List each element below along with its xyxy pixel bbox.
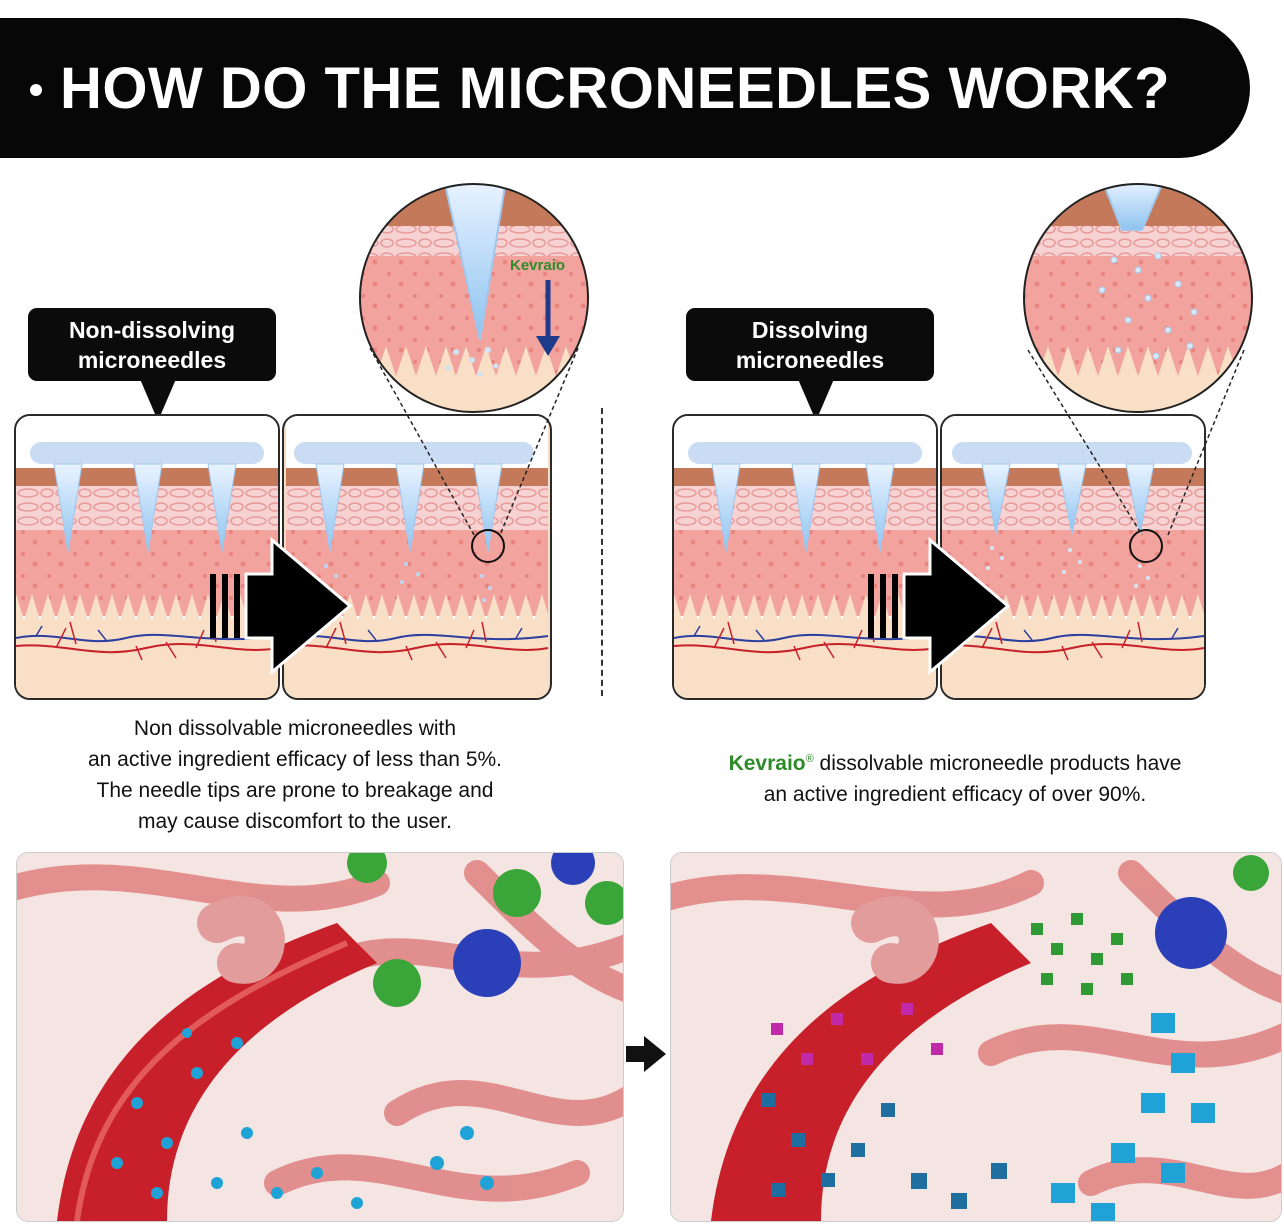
dissolving-description: Kevraio® dissolvable microneedle product…: [660, 744, 1250, 810]
description-line: an active ingredient efficacy of over 90…: [763, 783, 1147, 806]
vessel-illustration-low-absorption: [16, 852, 624, 1222]
skin-panel-dissolving-before: [672, 414, 938, 700]
callout-line-1: Non-dissolving: [68, 316, 236, 343]
vessel-illustration-high-absorption: [670, 852, 1282, 1222]
callout-non-dissolving: Non-dissolving microneedles: [28, 308, 276, 421]
bullet-dot: [30, 84, 42, 96]
description-line: an active ingredient efficacy of less th…: [87, 748, 503, 771]
callout-dissolving: Dissolving microneedles: [686, 308, 934, 421]
description-text: dissolvable microneedle products have: [813, 752, 1182, 775]
callout-line-2: microneedles: [735, 346, 885, 373]
callout-line-2: microneedles: [77, 346, 227, 373]
skin-panel-dissolving-after: [940, 414, 1206, 700]
magnifier-circle-icon: [1023, 183, 1253, 536]
brand-logo: Kevraio: [728, 752, 806, 775]
title-banner: HOW DO THE MICRONEEDLES WORK?: [0, 18, 1250, 158]
zoom-brand-label: Kevraio: [510, 257, 565, 274]
page-title: HOW DO THE MICRONEEDLES WORK?: [60, 56, 1171, 121]
registered-mark: ®: [805, 753, 814, 765]
description-line: Non dissolvable microneedles with: [133, 717, 457, 740]
skin-panel-non-dissolving-after: [282, 414, 552, 700]
non-dissolving-description: Non dissolvable microneedles with an act…: [30, 713, 560, 837]
arrow-right-icon: [626, 1036, 666, 1072]
arrow-right-icon: [210, 536, 353, 676]
description-line: Kevraio® dissolvable microneedle product…: [660, 744, 1250, 779]
description-line: may cause discomfort to the user.: [138, 810, 452, 833]
description-line: The needle tips are prone to breakage an…: [96, 779, 494, 802]
skin-panel-non-dissolving-before: [14, 414, 280, 700]
arrow-right-icon: [868, 536, 1011, 676]
section-divider: [601, 408, 603, 696]
magnifier-circle-icon: Kevraio: [359, 183, 589, 536]
callout-line-1: Dissolving: [751, 316, 869, 343]
